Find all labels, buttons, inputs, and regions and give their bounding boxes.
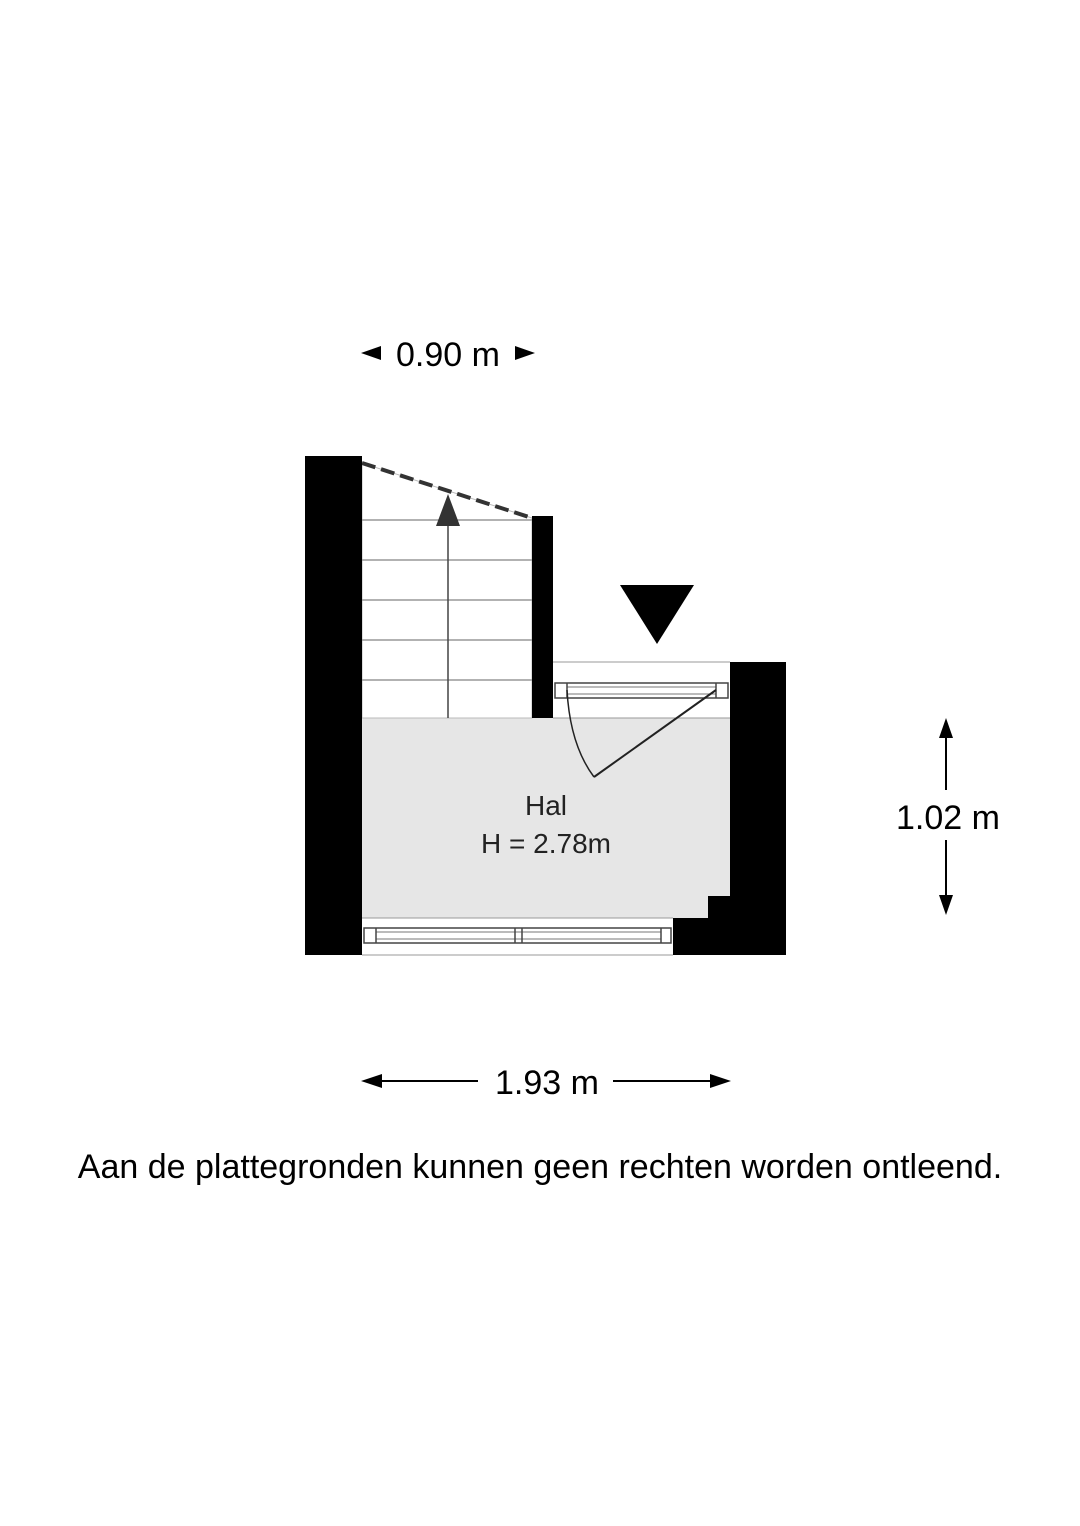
wall-right [673,662,786,955]
dimension-right-label: 1.02 m [896,799,1000,837]
entrance-marker-icon [620,585,694,644]
wall-left [305,456,362,955]
dimension-bottom: 1.93 m [361,1064,731,1102]
staircase [361,461,533,719]
dimension-bottom-label: 1.93 m [495,1064,599,1102]
room-name: Hal [525,790,567,821]
room-height: H = 2.78m [481,828,611,859]
wall-stair-right [532,516,553,718]
arrow-left-icon [361,1074,382,1088]
dimension-top-label: 0.90 m [396,336,500,374]
bottom-window [362,917,673,956]
walls [305,456,786,955]
arrow-up-icon [939,718,953,738]
arrow-left-icon [361,346,381,360]
arrow-right-icon [710,1074,731,1088]
arrow-down-icon [939,895,953,915]
arrow-right-icon [515,346,535,360]
entrance-door [553,661,730,778]
dimension-top: 0.90 m [361,336,535,374]
room-floor-hal [362,718,730,918]
dimension-right: 1.02 m [896,718,1000,915]
disclaimer-text: Aan de plattegronden kunnen geen rechten… [78,1148,1002,1186]
stair-direction-arrow-icon [436,494,460,526]
